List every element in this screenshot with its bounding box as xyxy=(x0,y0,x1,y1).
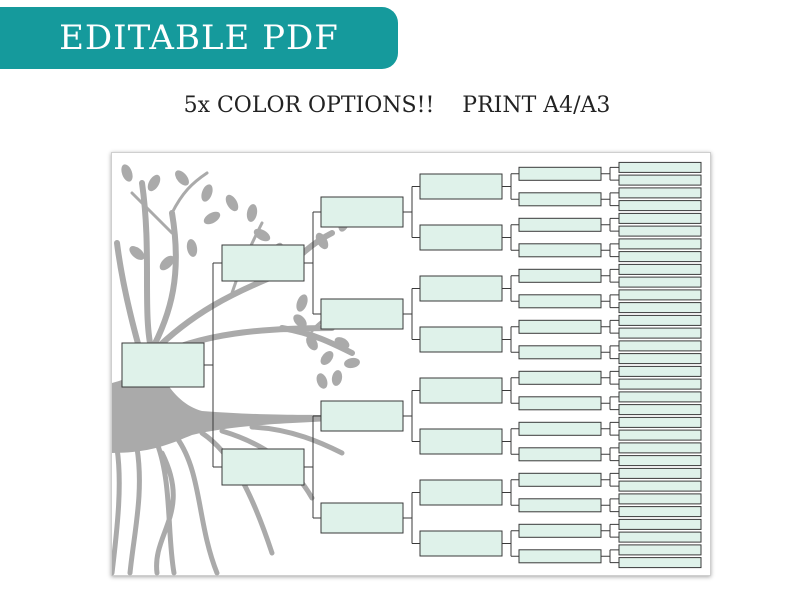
name-box-gen6-20[interactable] xyxy=(618,404,702,416)
name-box-gen5-11[interactable] xyxy=(518,421,602,436)
name-box-gen6-7[interactable] xyxy=(618,238,702,250)
tree-connectors xyxy=(204,166,619,564)
name-box-gen6-1[interactable] xyxy=(618,161,702,173)
name-box-gen3-4[interactable] xyxy=(320,502,404,534)
name-box-gen4-6[interactable] xyxy=(419,428,503,455)
name-box-gen3-1[interactable] xyxy=(320,196,404,228)
name-box-gen6-15[interactable] xyxy=(618,340,702,352)
family-tree-chart xyxy=(111,152,711,576)
name-box-gen4-1[interactable] xyxy=(419,173,503,200)
tree-trunk xyxy=(112,348,332,453)
name-box-gen5-6[interactable] xyxy=(518,294,602,309)
name-box-gen6-32[interactable] xyxy=(618,557,702,569)
name-box-gen6-10[interactable] xyxy=(618,276,702,288)
name-box-gen6-13[interactable] xyxy=(618,314,702,326)
name-box-gen4-3[interactable] xyxy=(419,275,503,302)
name-box-gen5-8[interactable] xyxy=(518,345,602,360)
name-box-gen6-9[interactable] xyxy=(618,263,702,275)
name-box-gen6-23[interactable] xyxy=(618,442,702,454)
name-box-gen6-18[interactable] xyxy=(618,378,702,390)
name-box-gen4-2[interactable] xyxy=(419,224,503,251)
name-box-gen5-13[interactable] xyxy=(518,472,602,487)
name-box-gen6-2[interactable] xyxy=(618,174,702,186)
name-box-gen5-14[interactable] xyxy=(518,498,602,513)
name-box-gen6-6[interactable] xyxy=(618,225,702,237)
name-box-gen5-5[interactable] xyxy=(518,268,602,283)
tree-illustration xyxy=(112,164,360,576)
name-box-gen5-3[interactable] xyxy=(518,217,602,232)
name-box-gen6-22[interactable] xyxy=(618,429,702,441)
name-box-gen3-3[interactable] xyxy=(320,400,404,432)
name-box-gen4-5[interactable] xyxy=(419,377,503,404)
name-box-gen6-28[interactable] xyxy=(618,506,702,518)
name-box-gen3-2[interactable] xyxy=(320,298,404,330)
name-box-gen6-21[interactable] xyxy=(618,416,702,428)
name-box-gen6-27[interactable] xyxy=(618,493,702,505)
name-box-gen4-7[interactable] xyxy=(419,479,503,506)
family-tree-svg xyxy=(112,161,702,576)
name-box-gen1-1[interactable] xyxy=(121,342,205,388)
name-box-gen6-4[interactable] xyxy=(618,200,702,212)
name-box-gen6-3[interactable] xyxy=(618,187,702,199)
name-box-gen6-14[interactable] xyxy=(618,327,702,339)
name-box-gen6-31[interactable] xyxy=(618,544,702,556)
name-box-gen6-12[interactable] xyxy=(618,302,702,314)
name-box-gen6-11[interactable] xyxy=(618,289,702,301)
name-box-gen6-26[interactable] xyxy=(618,480,702,492)
editable-pdf-banner: EDITABLE PDF xyxy=(0,7,398,69)
name-box-gen6-29[interactable] xyxy=(618,518,702,530)
name-box-gen5-9[interactable] xyxy=(518,370,602,385)
name-box-gen5-1[interactable] xyxy=(518,166,602,181)
name-box-gen5-15[interactable] xyxy=(518,523,602,538)
name-box-gen6-24[interactable] xyxy=(618,455,702,467)
name-box-gen2-2[interactable] xyxy=(221,448,305,486)
name-boxes xyxy=(121,161,702,569)
tree-leaves xyxy=(121,164,360,389)
name-box-gen6-5[interactable] xyxy=(618,212,702,224)
name-box-gen6-16[interactable] xyxy=(618,353,702,365)
color-options-subtitle: 5x COLOR OPTIONS!! PRINT A4/A3 xyxy=(183,93,611,118)
name-box-gen5-10[interactable] xyxy=(518,396,602,411)
name-box-gen4-4[interactable] xyxy=(419,326,503,353)
name-box-gen2-1[interactable] xyxy=(221,244,305,282)
name-box-gen5-2[interactable] xyxy=(518,192,602,207)
name-box-gen6-19[interactable] xyxy=(618,391,702,403)
name-box-gen4-8[interactable] xyxy=(419,530,503,557)
name-box-gen5-7[interactable] xyxy=(518,319,602,334)
name-box-gen6-25[interactable] xyxy=(618,467,702,479)
name-box-gen6-17[interactable] xyxy=(618,365,702,377)
banner-text: EDITABLE PDF xyxy=(59,18,339,58)
name-box-gen5-16[interactable] xyxy=(518,549,602,564)
name-box-gen6-30[interactable] xyxy=(618,531,702,543)
name-box-gen5-4[interactable] xyxy=(518,243,602,258)
name-box-gen5-12[interactable] xyxy=(518,447,602,462)
name-box-gen6-8[interactable] xyxy=(618,251,702,263)
